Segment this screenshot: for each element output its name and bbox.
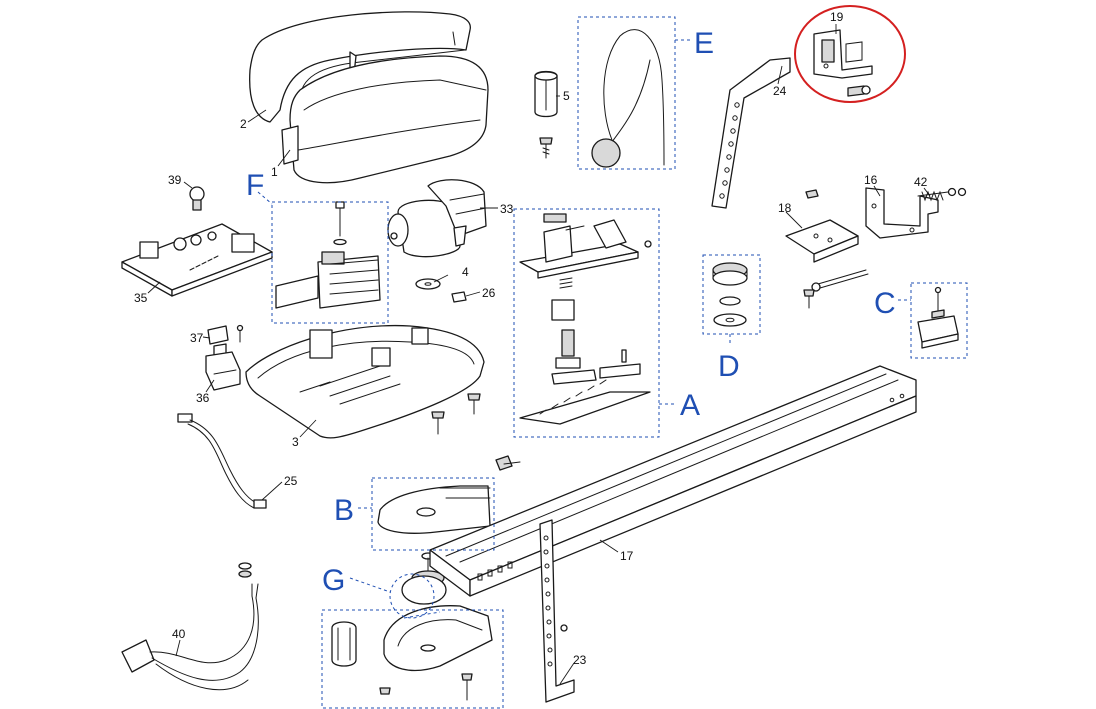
part-5-cap [534,70,558,118]
part-a-carriage-assembly [519,213,652,425]
part-18-plate [785,219,859,263]
screw-lower-2 [461,673,473,701]
part-b-pulley-cover [377,485,491,534]
grommet-40 [238,562,252,578]
group-letter-e: E [694,27,714,60]
label-part-16: 16 [864,173,878,187]
label-part-1: 1 [271,165,278,179]
group-letter-labels: E F A D C B G [246,27,896,597]
group-letter-f: F [246,169,264,202]
part-26-block [451,291,467,303]
label-part-26: 26 [482,286,496,300]
part-25-cable [177,413,267,509]
label-part-25: 25 [284,474,298,488]
label-part-37: 37 [190,331,204,345]
group-box-a [513,208,676,438]
part-19-wall-bracket [813,29,873,79]
group-box-g [321,573,504,709]
label-part-3: 3 [292,435,299,449]
part-number-labels: 1 2 3 4 5 16 17 18 19 23 24 25 26 33 35 … [134,10,928,667]
part-d-gear-assembly [712,262,748,327]
label-part-2: 2 [240,117,247,131]
label-part-5: 5 [563,89,570,103]
group-box-f [257,191,389,324]
part-1-cover-housing [281,55,489,184]
part-37-switch-cap [207,325,229,357]
part-23-drop-bracket [539,519,575,703]
part-3-base-chassis [245,324,485,439]
group-letter-a: A [680,389,700,422]
part-36-switch-housing [205,324,244,391]
leader-lines [147,24,931,685]
label-part-40: 40 [172,627,186,641]
label-part-24: 24 [773,84,787,98]
highlight-circle-19 [794,5,906,103]
part-35-circuit-board [121,223,273,297]
part-42-spring [917,187,967,202]
group-box-e [577,16,690,170]
rail-17-slots [477,393,905,581]
screw-base-2 [431,411,445,435]
nut-18 [805,189,819,199]
group-letter-c: C [874,287,896,320]
group-letter-d: D [718,350,740,383]
label-part-23: 23 [573,653,587,667]
part-33-motor [387,179,487,258]
part-24-bent-bracket [711,57,791,209]
label-part-18: 18 [778,201,792,215]
part-f-transformer [275,201,381,309]
label-part-35: 35 [134,291,148,305]
screw-base-1 [467,393,481,415]
part-40-power-cord [121,583,259,691]
screw-base-3 [495,455,521,471]
part-39-bulb [189,186,205,211]
label-part-39: 39 [168,173,182,187]
part-g-pulley-assembly [401,552,447,605]
part-e-release-cord [591,29,665,168]
bracket-24-holes [719,102,740,199]
label-part-4: 4 [462,265,469,279]
group-box-b [358,477,495,551]
group-box-d [702,254,761,344]
bolt-short-18 [803,289,815,309]
label-part-19: 19 [830,10,844,24]
label-part-36: 36 [196,391,210,405]
label-part-33: 33 [500,202,514,216]
group-box-c [898,282,968,359]
bolt-19 [847,85,871,97]
group-letter-g: G [322,564,345,597]
part-c-fixing-clamp [917,286,959,349]
part-16-u-bracket [865,187,939,239]
group-letter-b: B [334,494,354,527]
part-lower-pulley-cover [331,605,493,672]
bracket-23-holes [543,535,553,667]
part-17-rail [429,365,917,597]
screw-small-1 [539,137,553,159]
label-part-42: 42 [914,175,928,189]
screw-lower-1 [379,687,391,695]
bolt-long-18 [811,269,869,292]
label-part-17: 17 [620,549,634,563]
